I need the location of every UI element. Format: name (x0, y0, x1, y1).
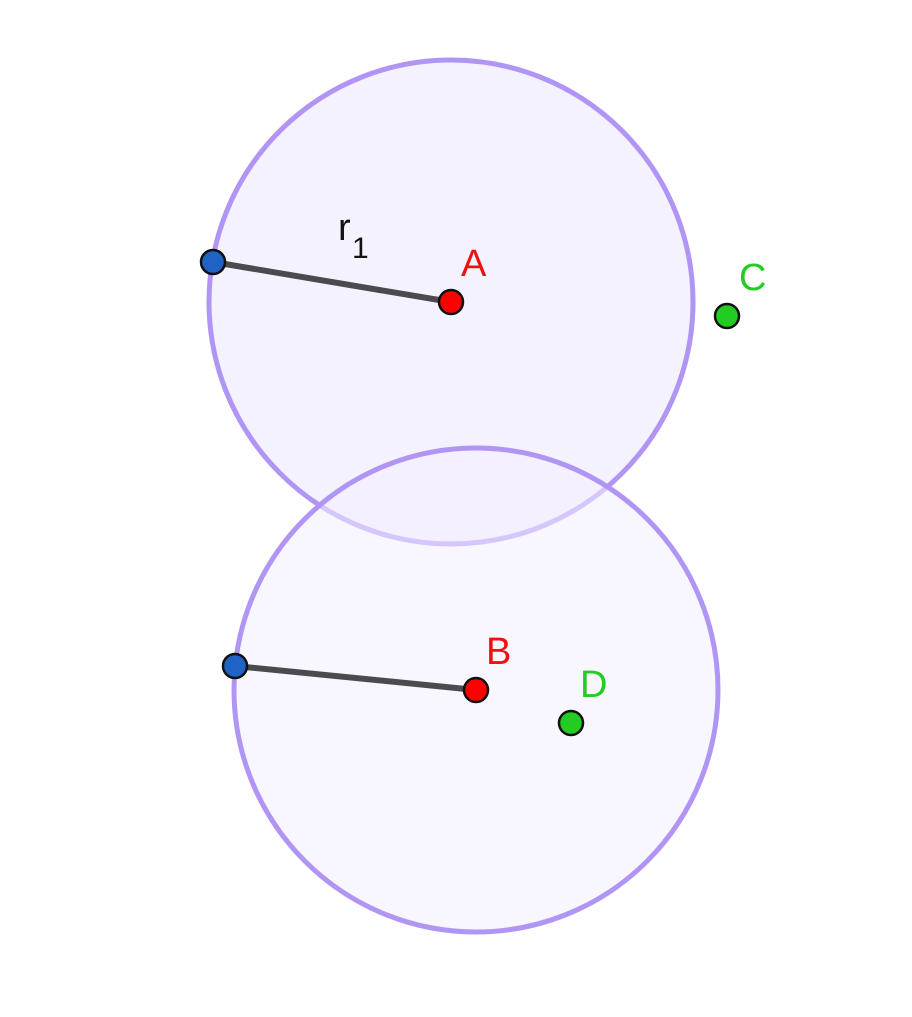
radius-handle-point-a[interactable] (199, 248, 227, 276)
point-a[interactable] (437, 288, 465, 316)
point-b-label: B (486, 631, 511, 673)
point-c-label: C (739, 257, 766, 299)
radius-handle-point-b[interactable] (221, 652, 249, 680)
point-a-label: A (461, 243, 487, 285)
radius-label-subscript: 1 (352, 232, 369, 265)
radius-label-main: r (338, 207, 351, 249)
point-d[interactable] (557, 709, 585, 737)
radius-label: r (338, 207, 351, 249)
radius-segment-a[interactable] (210, 259, 454, 305)
point-d-label: D (580, 664, 607, 706)
point-c[interactable] (713, 302, 741, 330)
radius-segment-b[interactable] (232, 663, 479, 693)
point-b[interactable] (462, 676, 490, 704)
